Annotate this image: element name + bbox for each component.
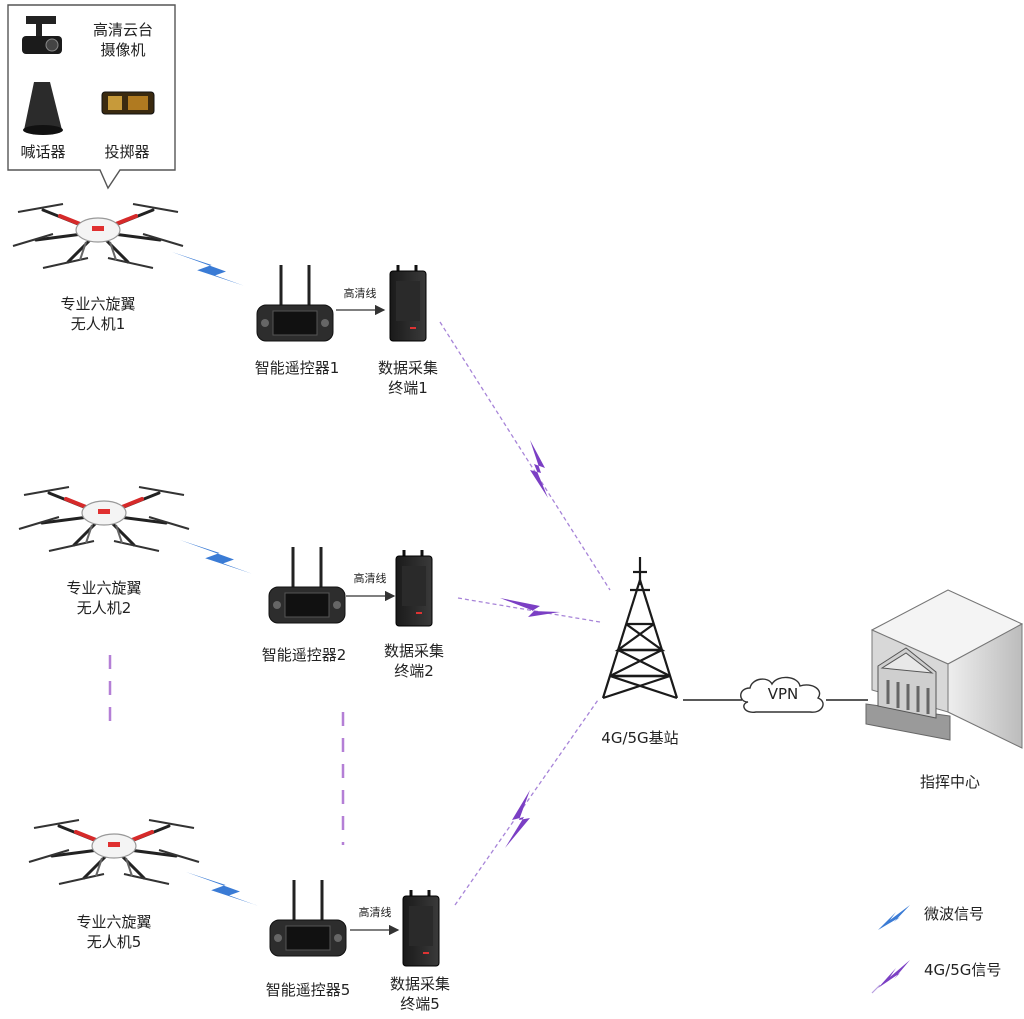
legend-cellular-icon [878, 960, 910, 988]
terminal-5-label-line1: 数据采集 [389, 975, 450, 993]
legend-cellular-label: 4G/5G信号 [924, 961, 1002, 979]
drone-2-label: 专业六旋翼 无人机2 [54, 578, 154, 618]
command-center-building-icon [865, 589, 1024, 749]
command-center-label: 指挥中心 [919, 773, 980, 791]
loudspeaker-icon [23, 82, 63, 135]
gimbal-camera-icon [22, 16, 62, 54]
terminal-5-label-line2: 终端5 [400, 995, 440, 1013]
legend-microwave-icon [878, 905, 910, 930]
data-terminal-5-icon [401, 888, 441, 968]
terminal-1-label: 数据采集 终端1 [358, 358, 458, 398]
drone-2-label-line2: 无人机2 [76, 599, 132, 617]
gimbal-camera-label: 高清云台 摄像机 [78, 20, 168, 60]
terminal-1-label-line1: 数据采集 [377, 359, 438, 377]
terminal-2-label: 数据采集 终端2 [364, 641, 464, 681]
vpn-link [683, 676, 868, 713]
payload-callout [7, 4, 176, 190]
cloud-icon [740, 676, 824, 713]
microwave-signal-links [172, 252, 258, 906]
data-terminal-2-icon [394, 548, 434, 628]
remote-controller-2-icon [267, 545, 347, 625]
gimbal-camera-label-line2: 摄像机 [100, 41, 146, 59]
hd-cable-2-label: 高清线 [353, 572, 387, 585]
drone-5-label-line2: 无人机5 [86, 933, 142, 951]
microwave-signal-icon [172, 252, 244, 286]
controller-1-label: 智能遥控器1 [254, 359, 340, 377]
base-station-label: 4G/5G基站 [601, 729, 679, 747]
omitted-units-dashes [108, 655, 345, 845]
drone-1-label: 专业六旋翼 无人机1 [48, 294, 148, 334]
base-station-tower-icon [601, 557, 679, 700]
cellular-signal-links [439, 321, 611, 906]
legend-icons [871, 905, 910, 994]
drone-5-label-line1: 专业六旋翼 [76, 913, 152, 931]
controller-2-label: 智能遥控器2 [261, 646, 347, 664]
drone-1-label-line1: 专业六旋翼 [60, 295, 136, 313]
remote-controller-1-icon [255, 263, 335, 343]
hd-cable-arrows [336, 304, 400, 936]
gimbal-camera-label-line1: 高清云台 [92, 21, 153, 39]
terminal-1-label-line2: 终端1 [388, 379, 428, 397]
controller-5-label: 智能遥控器5 [265, 981, 351, 999]
data-terminal-1-icon [388, 263, 428, 343]
hd-cable-5-label: 高清线 [358, 906, 392, 919]
hd-cable-1-label: 高清线 [343, 287, 377, 300]
legend-microwave-label: 微波信号 [924, 905, 985, 923]
remote-controller-5-icon [268, 878, 348, 958]
terminal-2-label-line1: 数据采集 [383, 642, 444, 660]
thrower-icon [101, 91, 155, 115]
vpn-label: VPN [767, 685, 799, 703]
cellular-signal-icon [530, 440, 548, 498]
hexacopter-drone-5-icon [27, 818, 201, 886]
microwave-signal-icon [180, 540, 252, 574]
hexacopter-drone-1-icon [11, 202, 185, 270]
loudspeaker-label: 喊话器 [20, 143, 66, 161]
drone-2-label-line1: 专业六旋翼 [66, 579, 142, 597]
thrower-label: 投掷器 [104, 143, 150, 161]
cellular-signal-icon [505, 790, 530, 848]
hexacopter-drone-2-icon [17, 485, 191, 553]
terminal-2-label-line2: 终端2 [394, 662, 434, 680]
drone-1-label-line2: 无人机1 [70, 315, 126, 333]
cellular-signal-icon [500, 598, 560, 617]
microwave-signal-icon [186, 872, 258, 906]
terminal-5-label: 数据采集 终端5 [370, 974, 470, 1014]
drone-5-label: 专业六旋翼 无人机5 [64, 912, 164, 952]
